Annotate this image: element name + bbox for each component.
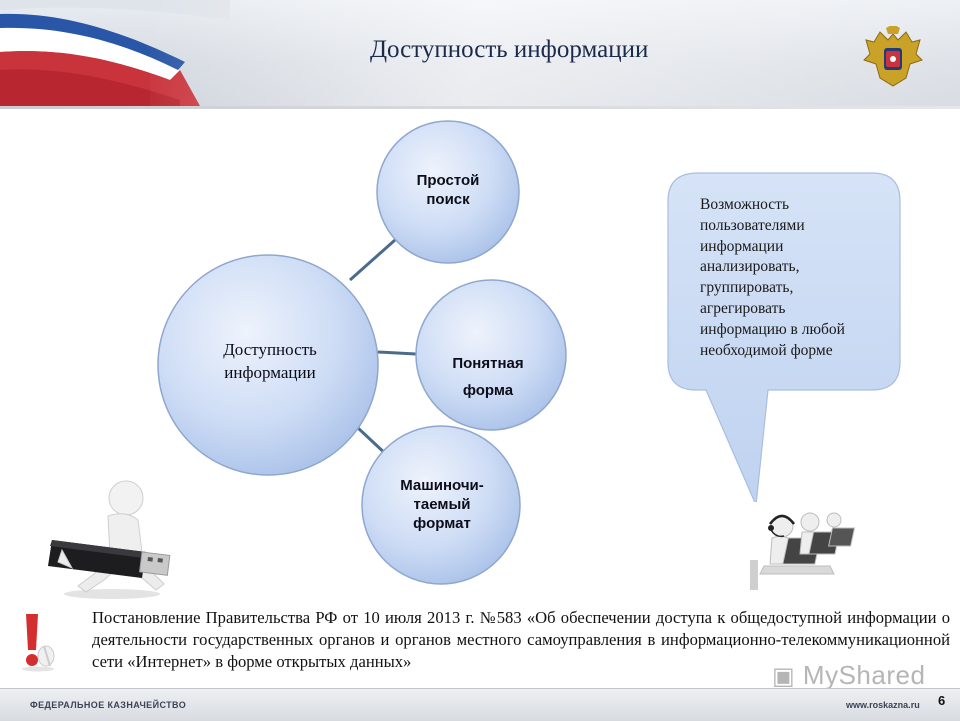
double-headed-eagle-emblem-icon <box>863 26 923 87</box>
callout-line: информацию в любой <box>700 320 845 338</box>
form-node-label: Понятная форма <box>428 350 548 404</box>
machine-node-label: Машиночи- таемый формат <box>372 476 512 533</box>
search-node-label-line2: поиск <box>426 191 470 208</box>
main-node-label-line2: информации <box>224 363 316 382</box>
search-node-circle <box>376 120 520 264</box>
search-node-label-line1: Простой <box>416 172 480 189</box>
search-node-label: Простой поиск <box>388 171 508 209</box>
machine-node-label-line1: Машиночи- <box>400 477 484 494</box>
connector-line-form <box>377 350 417 356</box>
form-node-label-line2: форма <box>462 382 514 399</box>
header-divider <box>0 106 960 109</box>
machine-node-label-line3: формат <box>413 515 471 532</box>
exclamation-warning-icon <box>22 614 55 672</box>
figure-carrying-usb-drive-illustration <box>38 470 188 600</box>
connector-line-search <box>349 238 396 282</box>
callout-line: анализировать, <box>700 258 800 276</box>
callout-line: необходимой форме <box>700 341 833 359</box>
main-node-label: Доступность информации <box>180 338 360 384</box>
machine-node-circle <box>361 425 521 585</box>
slide-footer: ФЕДЕРАЛЬНОЕ КАЗНАЧЕЙСТВО www.roskazna.ru… <box>0 688 960 721</box>
footer-website-link[interactable]: www.roskazna.ru <box>846 700 920 710</box>
callout-line: информации <box>700 237 784 255</box>
form-node-label-line1: Понятная <box>452 355 524 372</box>
header-sheen <box>150 0 960 106</box>
page-title: Доступность информации <box>370 36 649 63</box>
decree-reference-text: Постановление Правительства РФ от 10 июл… <box>92 608 950 671</box>
call-center-operators-illustration <box>730 502 880 596</box>
callout-line: пользователями <box>700 216 805 234</box>
callout-text: Возможность пользователями информации ан… <box>700 195 890 361</box>
page-number: 6 <box>938 693 946 708</box>
callout-line: Возможность <box>700 196 790 213</box>
machine-node-label-line2: таемый <box>413 496 471 513</box>
myshared-watermark: ▣ MyShared <box>772 660 925 691</box>
callout-line: агрегировать <box>700 299 786 317</box>
callout-line: группировать, <box>700 279 794 297</box>
form-node-circle <box>415 279 567 431</box>
slide-header: Доступность информации <box>0 0 960 106</box>
main-node-circle <box>157 254 379 476</box>
main-node-label-line1: Доступность <box>223 340 317 359</box>
watermark-logo-icon: ▣ <box>772 663 796 690</box>
watermark-text: MyShared <box>802 660 926 690</box>
footer-organization: ФЕДЕРАЛЬНОЕ КАЗНАЧЕЙСТВО <box>30 700 187 710</box>
